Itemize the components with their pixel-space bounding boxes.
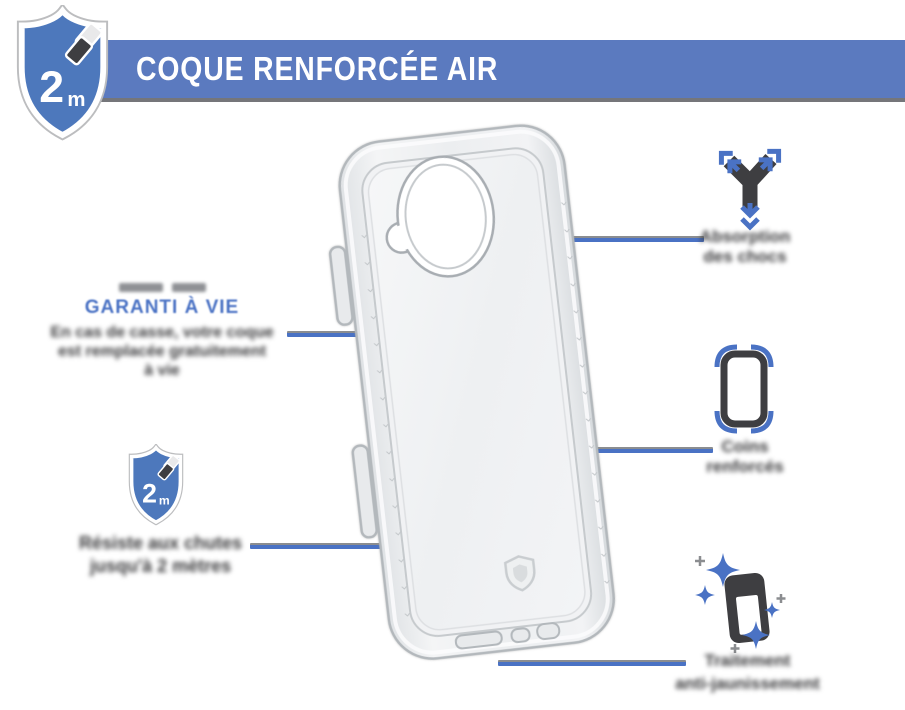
drop-label-line-1: Résiste aux chutes (78, 533, 243, 553)
connector-line-corners (562, 447, 713, 453)
shock-dispersion-icon (718, 148, 782, 231)
connector-line-warranty (287, 331, 369, 337)
page-title: COQUE RENFORCÉE AIR (136, 50, 499, 87)
anti-label-line-1: Traitement (704, 651, 791, 670)
connector-line-anti-yellow (498, 660, 686, 666)
anti-yellowing-label: Traitement anti-jaunissement (655, 649, 840, 695)
warranty-title: GARANTI À VIE (84, 297, 240, 318)
dispersion-arrows (718, 148, 782, 231)
corner-arcs (714, 344, 774, 434)
falling-phone-icon-small (157, 454, 181, 481)
drop-shield-badge-small: 2 m (128, 444, 184, 526)
shield-small-unit: m (159, 494, 170, 508)
small-gray-sparkles (695, 556, 786, 653)
case-power-button (351, 444, 378, 539)
shield-unit: m (67, 89, 85, 111)
warranty-line-2: est remplacée gratuitement (57, 343, 267, 360)
drop-label-line-2: jusqu'à 2 mètres (89, 556, 232, 576)
connector-line-drop (250, 543, 391, 549)
shield-value: 2 (39, 63, 64, 112)
warranty-callout: GARANTI À VIE En cas de casse, votre coq… (32, 283, 292, 380)
reinforced-corners-icon (714, 344, 774, 434)
shock-label-line-1: Absorption (699, 227, 791, 246)
anti-label-line-2: anti-jaunissement (675, 674, 820, 693)
falling-phone-icon (64, 22, 103, 66)
reinforced-corners-label: Coins renforcés (660, 437, 830, 477)
corners-label-line-1: Coins (721, 437, 769, 456)
corners-label-line-2: renforcés (706, 457, 784, 476)
case-volume-button (328, 245, 354, 326)
blue-sparkles (695, 553, 780, 649)
header-banner: COQUE RENFORCÉE AIR (56, 40, 905, 102)
drop-resistance-label: Résiste aux chutes jusqu'à 2 mètres (68, 532, 253, 578)
connector-line-shock (542, 236, 704, 242)
shield-small-value: 2 (142, 478, 157, 508)
phone-outline (720, 350, 768, 428)
drop-shield-badge-large: 2 m (16, 5, 109, 141)
warranty-line-1: En cas de casse, votre coque (50, 324, 274, 341)
force-logo-watermark (503, 555, 536, 592)
phone-case-image: ››››››››››››››› ››››››››››››››› (296, 87, 660, 702)
case-edge-highlight (343, 129, 610, 655)
warranty-line-3: à vie (144, 362, 180, 379)
anti-yellowing-icon (695, 553, 786, 653)
camera-cutout (385, 155, 496, 278)
case-port-cutouts (454, 622, 561, 650)
redacted-eyebrow (32, 283, 292, 292)
shock-label-line-2: des chocs (703, 247, 787, 266)
warranty-text: En cas de casse, votre coque est remplac… (32, 323, 292, 380)
shock-absorption-label: Absorption des chocs (660, 227, 830, 267)
